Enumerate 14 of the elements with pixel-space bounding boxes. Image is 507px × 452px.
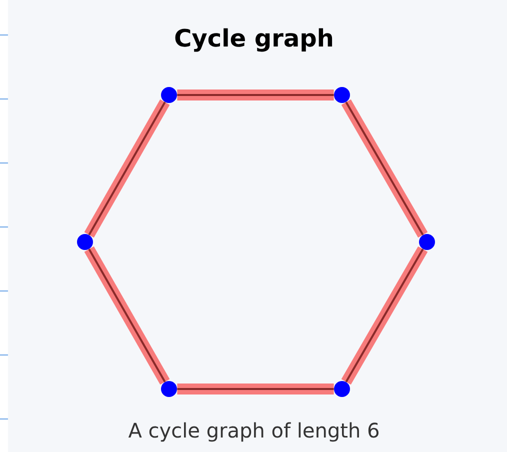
vertex-dot (334, 87, 350, 103)
vertex-dot (77, 234, 93, 250)
vertex-dot (419, 234, 435, 250)
vertex-dot (161, 87, 177, 103)
edge-line (341, 99, 428, 238)
edge-line (84, 246, 170, 385)
edge-line (84, 99, 170, 238)
edge-line (177, 90, 334, 100)
edge-line (177, 383, 334, 394)
vertex-dot (334, 380, 350, 397)
caption: A cycle graph of length 6 (128, 422, 378, 442)
vertex-dot (161, 380, 177, 397)
edge-line (341, 246, 428, 385)
chart-title: Cycle graph (175, 28, 332, 52)
